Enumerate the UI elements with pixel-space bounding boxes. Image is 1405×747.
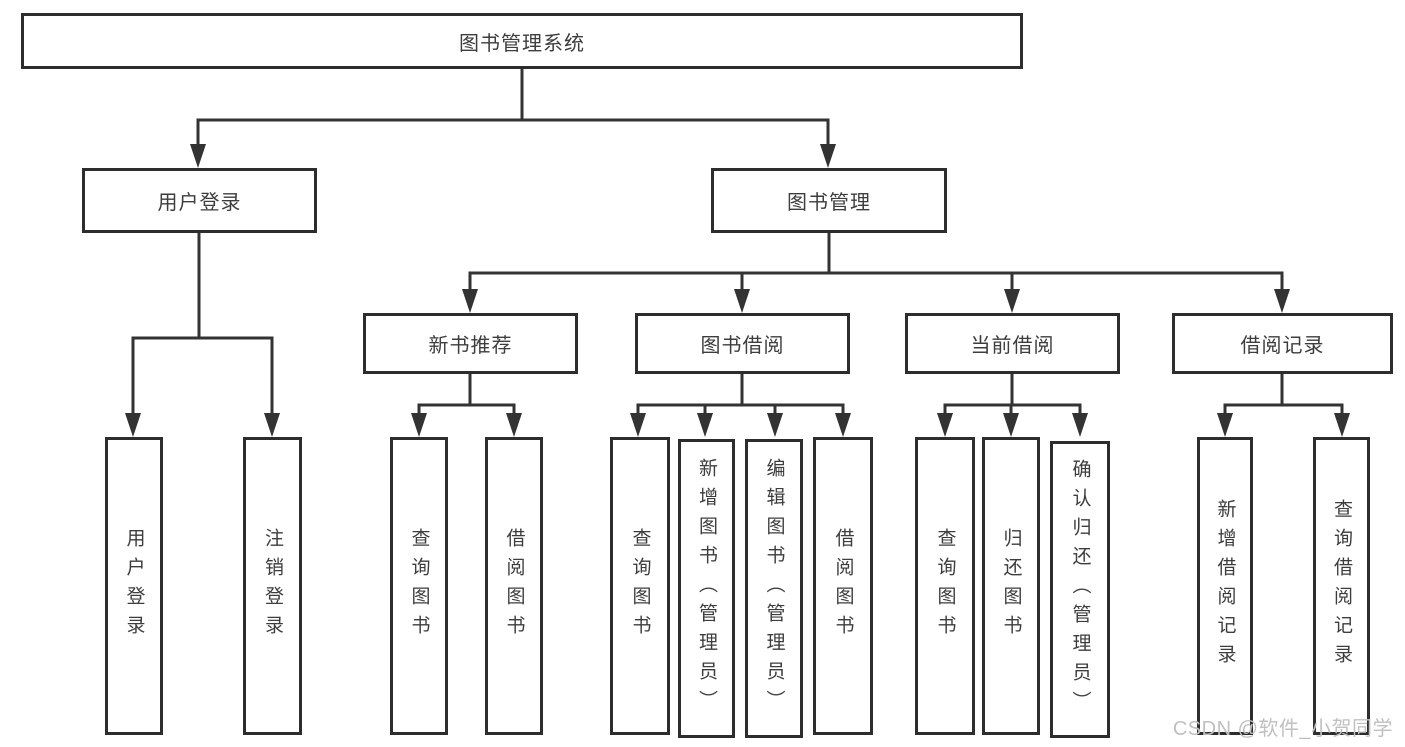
arrowhead	[1003, 413, 1019, 437]
arrowhead	[506, 413, 522, 437]
connector-user-login-children	[125, 231, 280, 437]
leaf-br-query-record: 查询借阅记录	[1313, 437, 1370, 735]
node-borrowing-records-label: 借阅记录	[1240, 335, 1325, 357]
arrowhead	[264, 413, 280, 437]
node-current-borrowing: 当前借阅	[905, 313, 1120, 374]
leaf-user-login-label: 用户登录	[123, 528, 145, 644]
node-book-borrowing-label: 图书借阅	[700, 335, 785, 357]
connector-book-mgmt-children	[462, 231, 1290, 313]
leaf-rec-query-books: 查询图书	[390, 437, 448, 735]
leaf-logout-login: 注销登录	[243, 437, 302, 735]
arrowhead	[630, 413, 646, 437]
arrowhead	[462, 289, 478, 313]
arrowhead	[125, 413, 141, 437]
arrowhead	[1217, 413, 1233, 437]
node-new-book-recommend: 新书推荐	[363, 313, 578, 374]
leaf-br-query-record-label: 查询借阅记录	[1331, 499, 1352, 673]
leaf-cb-return-books-label: 归还图书	[1000, 528, 1022, 644]
leaf-bb-query-books-label: 查询图书	[629, 528, 651, 644]
leaf-bb-add-books-admin-label: 新增图书（管理员）	[696, 458, 717, 719]
arrowhead	[1334, 413, 1350, 437]
node-borrowing-records: 借阅记录	[1172, 313, 1393, 374]
leaf-br-add-record: 新增借阅记录	[1197, 437, 1253, 735]
arrowhead	[190, 144, 206, 168]
arrowhead	[734, 289, 750, 313]
leaf-rec-borrow-books-label: 借阅图书	[503, 528, 525, 644]
leaf-bb-borrow-books-label: 借阅图书	[832, 528, 854, 644]
leaf-bb-edit-books-admin: 编辑图书（管理员）	[745, 439, 803, 738]
arrowhead	[411, 413, 427, 437]
node-book-management-label: 图书管理	[787, 192, 871, 214]
connector-new-book-rec-children	[411, 372, 522, 437]
leaf-logout-login-label: 注销登录	[262, 528, 283, 644]
node-new-book-recommend-label: 新书推荐	[428, 335, 513, 357]
node-book-borrowing: 图书借阅	[635, 313, 850, 374]
arrowhead	[1072, 413, 1088, 437]
arrowhead	[1004, 289, 1020, 313]
leaf-user-login: 用户登录	[105, 437, 163, 735]
node-user-login: 用户登录	[82, 168, 317, 233]
leaf-cb-return-books: 归还图书	[982, 437, 1040, 735]
leaf-bb-edit-books-admin-label: 编辑图书（管理员）	[763, 458, 785, 719]
node-root: 图书管理系统	[21, 13, 1023, 69]
leaf-cb-query-books-label: 查询图书	[934, 528, 956, 644]
connector-current-borrow-children	[937, 372, 1088, 437]
leaf-br-add-record-label: 新增借阅记录	[1214, 499, 1236, 673]
arrowhead	[835, 413, 851, 437]
connector-book-borrow-children	[630, 372, 851, 437]
connector-borrow-record-children	[1217, 372, 1350, 437]
arrowhead	[937, 413, 953, 437]
leaf-bb-borrow-books: 借阅图书	[813, 437, 873, 735]
leaf-cb-confirm-return-admin: 确认归还（管理员）	[1050, 441, 1110, 738]
node-book-management: 图书管理	[711, 168, 947, 233]
leaf-bb-query-books: 查询图书	[610, 437, 670, 735]
leaf-cb-confirm-return-admin-label: 确认归还（管理员）	[1069, 459, 1091, 720]
node-current-borrowing-label: 当前借阅	[970, 335, 1055, 357]
arrowhead	[767, 413, 783, 437]
node-root-label: 图书管理系统	[459, 32, 585, 55]
csdn-watermark: CSDN @软件_小贺同学	[1172, 718, 1393, 740]
connector-root-to-level2	[190, 67, 836, 168]
leaf-rec-borrow-books: 借阅图书	[485, 437, 543, 735]
arrowhead	[697, 413, 713, 437]
arrowhead	[820, 144, 836, 168]
leaf-bb-add-books-admin: 新增图书（管理员）	[678, 439, 735, 738]
leaf-cb-query-books: 查询图书	[915, 437, 975, 735]
node-user-login-label: 用户登录	[157, 192, 242, 214]
arrowhead	[1274, 289, 1290, 313]
leaf-rec-query-books-label: 查询图书	[408, 528, 430, 644]
